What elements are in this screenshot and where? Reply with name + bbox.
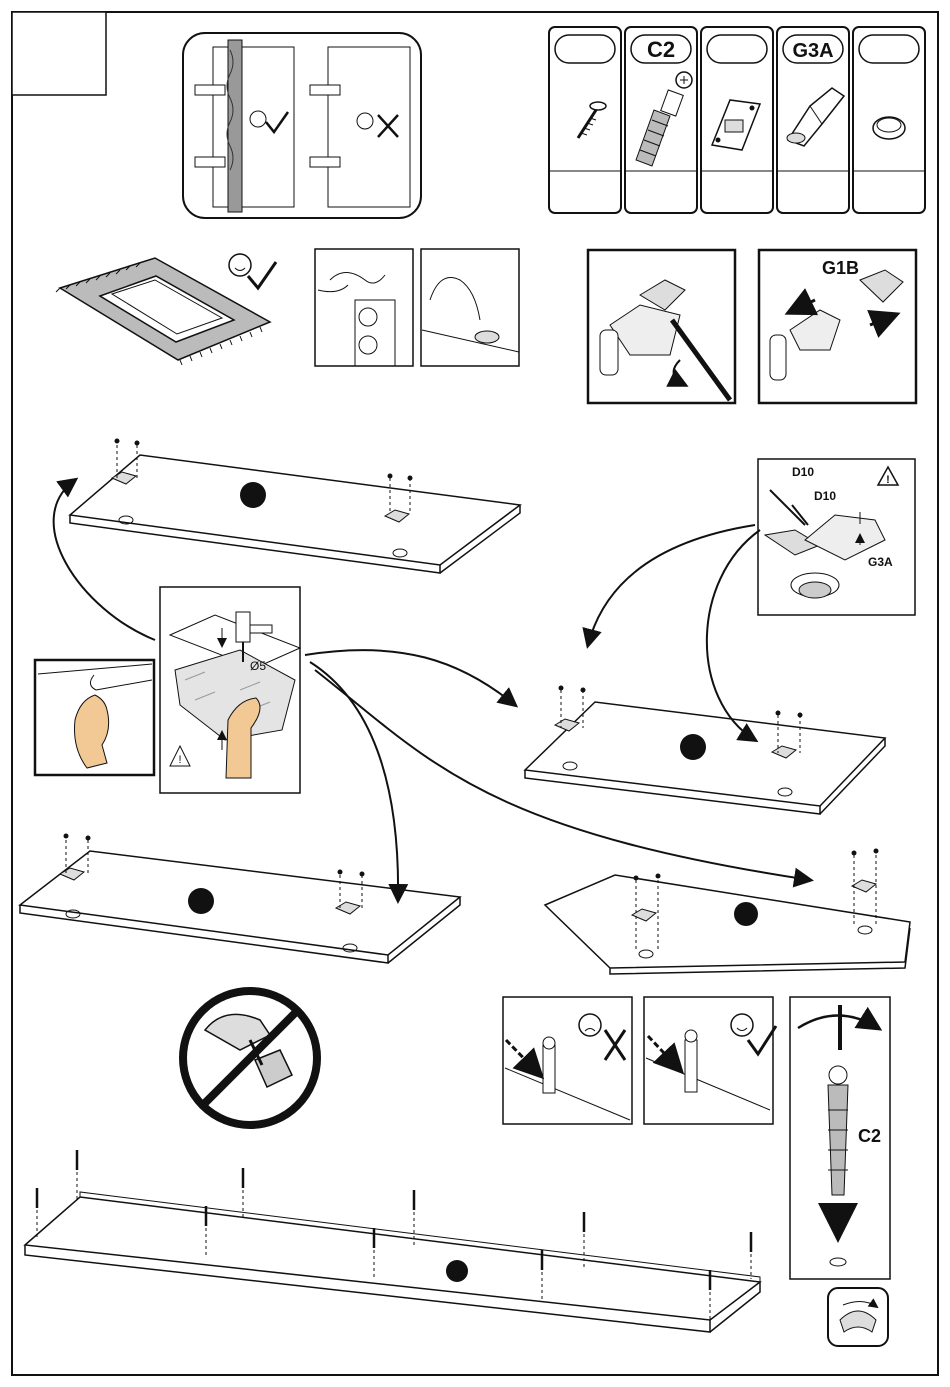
label-d10-b: D10 (814, 489, 836, 503)
svg-text:!: ! (178, 754, 181, 766)
dowel-wrong-panel (503, 997, 632, 1124)
peel-film-panel (35, 660, 154, 775)
no-power-drill-icon (183, 991, 317, 1125)
label-g1b: G1B (822, 258, 859, 278)
hinge-adjust-panel (588, 250, 735, 403)
hinge-orientation-panel (183, 33, 421, 218)
part-code-2: C2 (647, 37, 675, 62)
dowel-right-panel (644, 997, 776, 1124)
step-number-box (12, 12, 106, 95)
parts-list: C2 G3A (549, 27, 925, 213)
label-g3a: G3A (868, 555, 893, 569)
hinge-slide-panel: G1B (759, 250, 916, 403)
label-c2: C2 (858, 1126, 881, 1146)
drill-diameter-label: Ø5 (250, 659, 266, 673)
turn-over-icon (828, 1288, 888, 1346)
part-code-4: G3A (792, 40, 833, 62)
label-d10-a: D10 (792, 465, 814, 479)
hinge-screw-detail: D10 D10 G3A ! (758, 459, 915, 615)
svg-text:!: ! (886, 474, 890, 486)
c2-insert-panel: C2 (790, 997, 890, 1279)
cap-icon (873, 117, 905, 139)
drill-pilot-panel: Ø5 ! (160, 587, 300, 793)
